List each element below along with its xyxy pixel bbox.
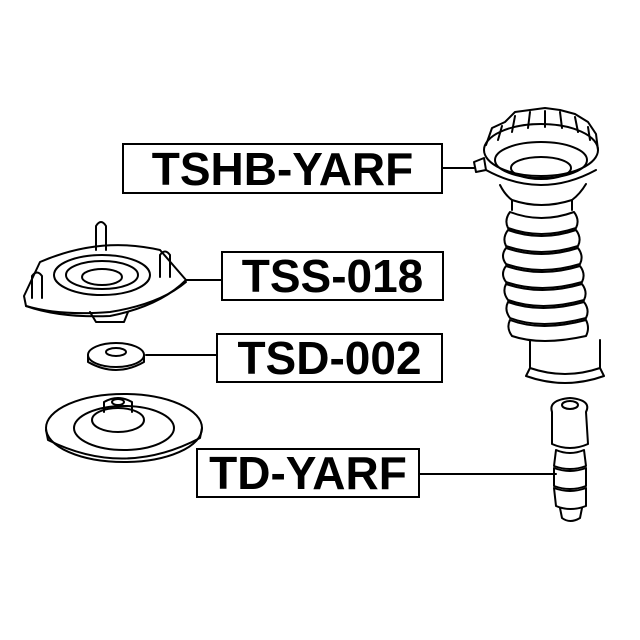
dust-boot-drawing bbox=[473, 107, 605, 384]
leader-lines bbox=[145, 167, 557, 475]
part-label-tss-018: TSS-018 bbox=[221, 250, 444, 302]
bump-stop-drawing bbox=[550, 397, 589, 522]
part-label-tshb-yarf: TSHB-YARF bbox=[122, 143, 443, 195]
part-label-tsd-002: TSD-002 bbox=[216, 332, 443, 384]
lower-plate-drawing bbox=[45, 393, 203, 463]
dust-washer-drawing bbox=[87, 342, 145, 371]
part-label-td-yarf: TD-YARF bbox=[196, 447, 420, 499]
strut-mount-drawing bbox=[23, 221, 187, 323]
